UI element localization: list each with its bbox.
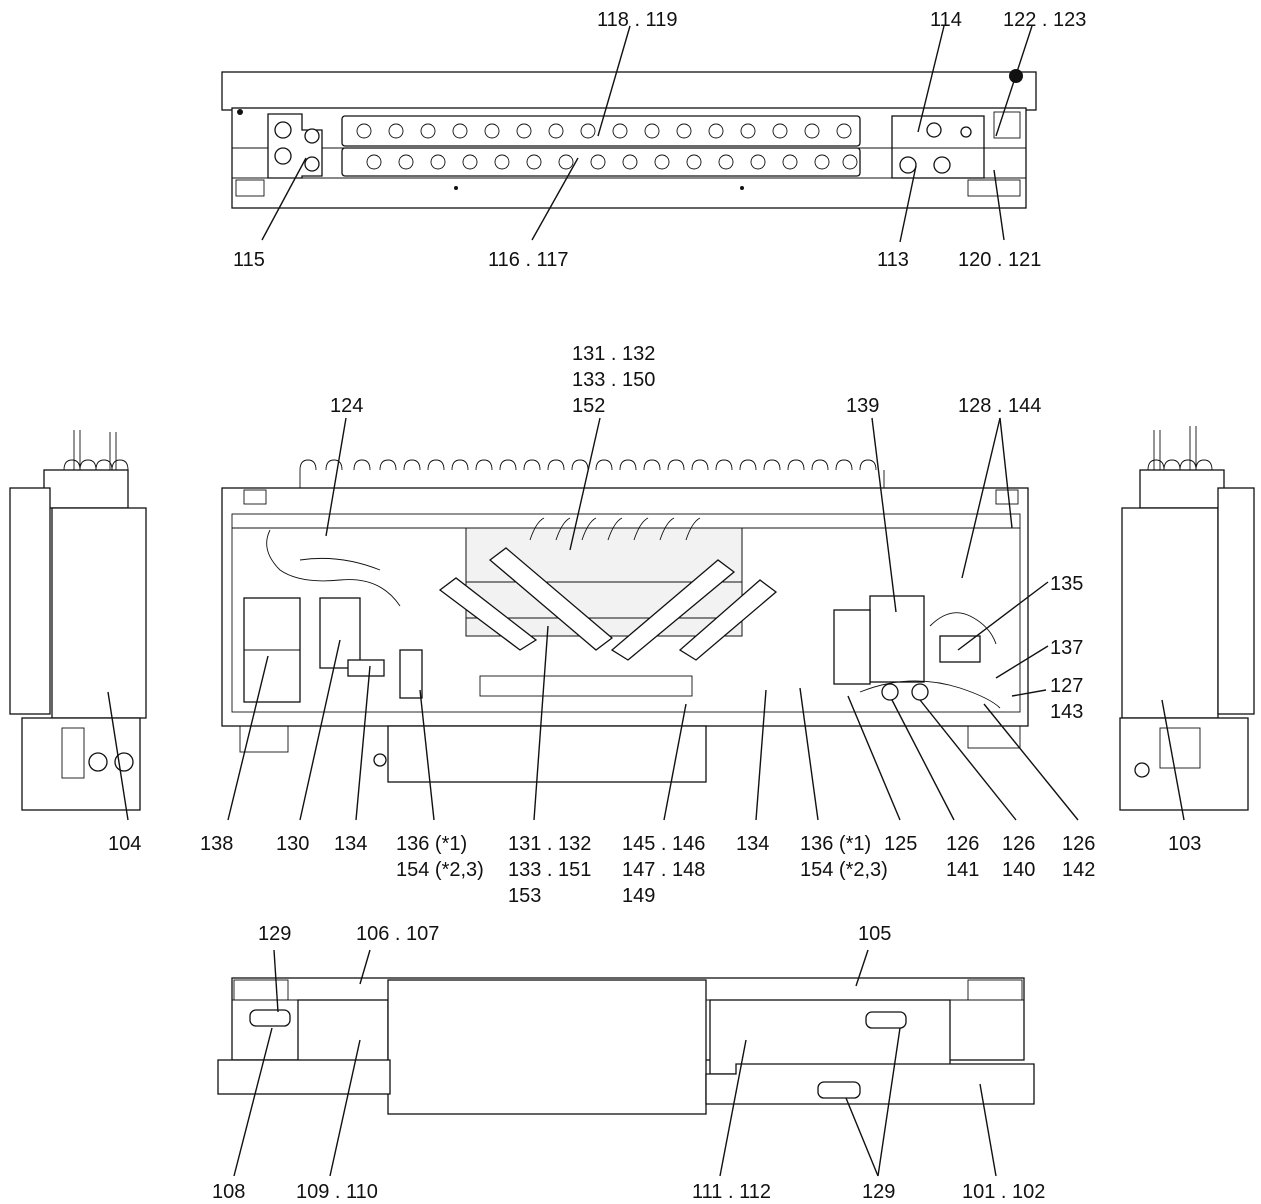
panel-111-112 bbox=[709, 999, 951, 1075]
label-138: 138 bbox=[200, 833, 233, 855]
front-view: 131 . 132 133 . 150 152 124 139 128 . 14… bbox=[108, 343, 1201, 907]
top-cover-panel bbox=[221, 71, 1037, 111]
bottom-left-strip bbox=[217, 1059, 391, 1095]
label-118-119: 118 . 119 bbox=[597, 9, 677, 31]
header-lower-ports bbox=[366, 154, 858, 170]
right-side-panel bbox=[1217, 487, 1255, 715]
panel-101-102 bbox=[705, 1063, 1035, 1105]
label-126-c: 126 bbox=[1062, 833, 1095, 855]
label-120-121: 120 . 121 bbox=[958, 249, 1041, 271]
label-135: 135 bbox=[1050, 573, 1083, 595]
header-lower-116 bbox=[341, 147, 861, 177]
slanted-pipes bbox=[438, 517, 778, 661]
label-105: 105 bbox=[858, 923, 891, 945]
label-106-107: 106 . 107 bbox=[356, 923, 439, 945]
label-139: 139 bbox=[846, 395, 879, 417]
label-145-146: 145 . 146 bbox=[622, 833, 705, 855]
left-side-panel bbox=[9, 487, 51, 715]
latch-129-c bbox=[817, 1081, 861, 1099]
label-122-123: 122 . 123 bbox=[1003, 9, 1086, 31]
right-side-body bbox=[1121, 507, 1219, 719]
label-129-top: 129 bbox=[258, 923, 291, 945]
label-128-144: 128 . 144 bbox=[958, 395, 1041, 417]
center-cover bbox=[387, 979, 707, 1115]
label-104: 104 bbox=[108, 833, 141, 855]
label-154-right: 154 (*2,3) bbox=[800, 859, 888, 881]
label-108: 108 bbox=[212, 1181, 245, 1203]
label-111-112: 111 . 112 bbox=[692, 1181, 771, 1203]
label-134-left: 134 bbox=[334, 833, 367, 855]
label-154-left: 154 (*2,3) bbox=[396, 859, 484, 881]
label-125: 125 bbox=[884, 833, 917, 855]
label-136-left: 136 (*1) bbox=[396, 833, 467, 855]
label-127: 127 bbox=[1050, 675, 1083, 697]
label-124: 124 bbox=[330, 395, 363, 417]
label-143: 143 bbox=[1050, 701, 1083, 723]
label-109-110: 109 . 110 bbox=[296, 1181, 378, 1203]
label-129-bottom: 129 bbox=[862, 1181, 895, 1203]
label-149: 149 bbox=[622, 885, 655, 907]
label-130: 130 bbox=[276, 833, 309, 855]
label-113: 113 bbox=[877, 249, 909, 271]
left-side-body bbox=[51, 507, 147, 719]
label-141: 141 bbox=[946, 859, 979, 881]
label-147-148: 147 . 148 bbox=[622, 859, 705, 881]
header-upper-ports bbox=[356, 123, 852, 139]
label-153: 153 bbox=[508, 885, 541, 907]
label-126-a: 126 bbox=[946, 833, 979, 855]
label-131-132-top: 131 . 132 bbox=[572, 343, 655, 365]
top-view: 118 . 119 114 122 . 123 115 116 . 117 11… bbox=[221, 9, 1086, 271]
label-116-117: 116 . 117 bbox=[488, 249, 568, 271]
latch-129-a bbox=[249, 1009, 291, 1027]
label-137: 137 bbox=[1050, 637, 1083, 659]
label-140: 140 bbox=[1002, 859, 1035, 881]
label-115: 115 bbox=[233, 249, 265, 271]
right-side-view bbox=[1119, 426, 1255, 821]
label-114: 114 bbox=[930, 9, 962, 31]
bottom-view: 129 106 . 107 105 108 109 . 110 111 . 11… bbox=[212, 923, 1045, 1203]
drain-pan bbox=[387, 725, 707, 783]
right-side-base bbox=[1119, 717, 1249, 811]
label-126-b: 126 bbox=[1002, 833, 1035, 855]
label-103: 103 bbox=[1168, 833, 1201, 855]
label-133-151: 133 . 151 bbox=[508, 859, 591, 881]
left-side-view bbox=[9, 430, 147, 821]
label-131-132-bottom: 131 . 132 bbox=[508, 833, 591, 855]
component-139 bbox=[869, 595, 925, 683]
label-133-150: 133 . 150 bbox=[572, 369, 655, 391]
label-152: 152 bbox=[572, 395, 605, 417]
label-101-102: 101 . 102 bbox=[962, 1181, 1045, 1203]
label-134-right: 134 bbox=[736, 833, 769, 855]
header-upper-118 bbox=[341, 115, 861, 147]
latch-129-b bbox=[865, 1011, 907, 1029]
label-142: 142 bbox=[1062, 859, 1095, 881]
label-136-right: 136 (*1) bbox=[800, 833, 871, 855]
